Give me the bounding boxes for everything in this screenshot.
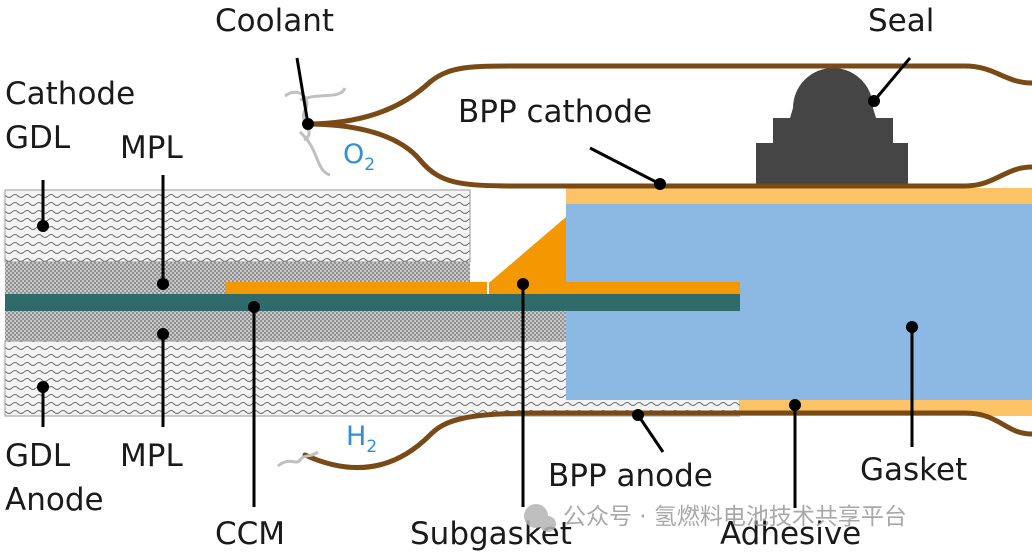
adhesive-label: Adhesive [720, 516, 861, 552]
o2-flow-wave-2 [299, 87, 347, 102]
ccm-dot [248, 301, 260, 313]
adhesive-dot [789, 399, 801, 411]
coolant-dot [302, 118, 314, 130]
cathode-gdl-dot [37, 220, 49, 232]
o2-flow-wave-3 [298, 130, 331, 177]
seal-dot [868, 95, 880, 107]
gasket-label: Gasket [860, 452, 967, 488]
subgasket-shape [225, 217, 740, 294]
adhesive-top-layer [566, 188, 1032, 204]
gasket-dot [906, 321, 918, 333]
bpp-anode-line [302, 410, 1032, 471]
coolant-leader [295, 57, 310, 125]
gdl-top-label: GDL [5, 120, 71, 156]
ccm-layer [5, 294, 740, 311]
bpp-cathode-leader [589, 146, 661, 186]
watermark: 公众号 · 氢燃料电池技术共享平台 [524, 504, 907, 532]
anode-label: Anode [5, 482, 104, 518]
bpp-cathode-label: BPP cathode [458, 94, 652, 130]
seal-label: Seal [868, 3, 934, 39]
wechat-icon-small [540, 516, 556, 532]
bpp-anode-leader [636, 414, 665, 453]
bpp-anode-label: BPP anode [548, 458, 713, 494]
mpl-top-label: MPL [120, 130, 183, 166]
cathode-gdl-layer [4, 189, 471, 263]
anode-gdl-dot [37, 381, 49, 393]
h2-flow-wave [277, 450, 319, 468]
mpl-top-dot [157, 278, 169, 290]
gdl-bottom-label: GDL [5, 438, 71, 474]
bpp-anode-dot [632, 409, 644, 421]
gasket-lower-block [740, 300, 1032, 400]
mpl-bottom-dot [157, 328, 169, 340]
seal-leader [872, 57, 912, 102]
ccm-label: CCM [215, 516, 285, 552]
mpl-bottom-label: MPL [120, 438, 183, 474]
cathode-label: Cathode [5, 76, 135, 112]
bpp-cathode-upper-line [303, 63, 1032, 127]
watermark-text: 公众号 · 氢燃料电池技术共享平台 [563, 504, 907, 530]
bpp-cathode-lower-line [303, 121, 1032, 189]
o2-label: O2 [343, 139, 375, 175]
coolant-label: Coolant [215, 3, 334, 39]
subgasket-dot [517, 278, 529, 290]
h2-label: H2 [346, 421, 377, 457]
bpp-cathode-dot [654, 178, 666, 190]
